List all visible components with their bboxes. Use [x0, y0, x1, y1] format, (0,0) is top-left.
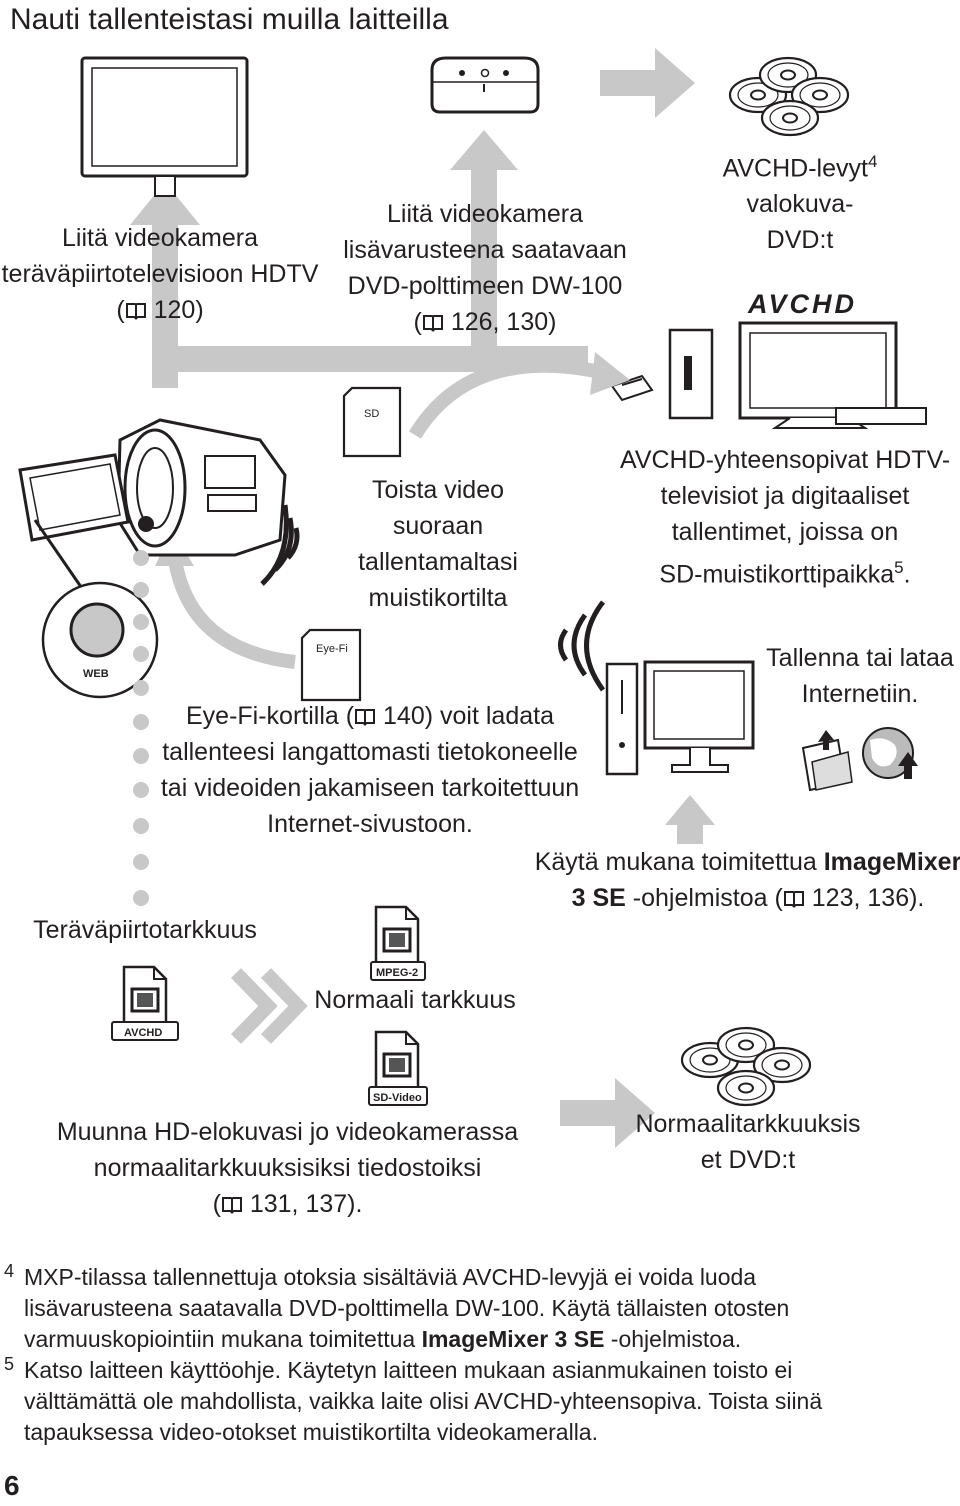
- globe-icon: [862, 727, 918, 779]
- dvd-burner-icon: [430, 56, 540, 114]
- web-label: WEB: [83, 668, 109, 680]
- camcorder-icon: [18, 418, 287, 557]
- callout-avchd-tv: AVCHD-yhteensopivat HDTV- televisiot ja …: [620, 446, 951, 589]
- double-chevron-icon: [230, 968, 308, 1044]
- file-icon-avchd: [122, 965, 168, 1025]
- computer-icon: [605, 660, 755, 776]
- curved-arrow-sd-to-tv: [409, 358, 602, 439]
- callout-hdtv-line2: teräväpiirtotelevisioon HDTV: [1, 260, 319, 288]
- callout-internet: Tallenna tai lataa Internetiin.: [766, 644, 954, 708]
- page-number: 6: [4, 1470, 20, 1501]
- callout-dw100: Liitä videokamera lisävarusteena saatava…: [330, 196, 640, 340]
- callout-avchd-discs-line3: DVD:t: [766, 226, 834, 255]
- avchd-file-label: AVCHD: [124, 1027, 162, 1039]
- arrow-tv-head: [130, 182, 200, 225]
- arrow-tv-shaft: [152, 218, 178, 388]
- callout-avchd-discs-line1: AVCHD-levyt: [722, 154, 868, 183]
- callout-imagemixer: Käytä mukana toimitettua ImageMixer 3 SE…: [534, 848, 960, 912]
- callout-avchd-discs: AVCHD-levyt4 valokuva- DVD:t: [700, 144, 900, 258]
- arrow-up-pc-shaft: [677, 822, 703, 844]
- file-icon-sdvideo: [374, 1030, 420, 1090]
- callout-dw100-ref: ( 126, 130): [413, 308, 557, 336]
- curved-arrow-card-to-cam: [168, 558, 296, 669]
- avchd-tv-icon: [610, 321, 927, 429]
- disc-stack-icon: [728, 56, 850, 137]
- callout-dw100-line3: DVD-polttimeen DW-100: [347, 272, 623, 300]
- dotted-connector: [133, 550, 149, 906]
- book-icon: [125, 303, 146, 320]
- sd-card-icon: [342, 386, 402, 458]
- tv-icon: [80, 56, 249, 197]
- arrow-to-disc-head: [655, 48, 695, 118]
- arrow-sd-head: [615, 1078, 655, 1148]
- avchd-logo: AVCHD: [747, 289, 854, 319]
- file-icon-mpeg2: [374, 905, 420, 965]
- page-title: Nauti tallenteistasi muilla laitteilla: [10, 3, 449, 36]
- mpeg2-file-label: MPEG-2: [376, 967, 418, 979]
- sd-card-label: SD: [364, 408, 379, 420]
- callout-hdtv-line1: Liitä videokamera: [62, 224, 258, 252]
- callout-dw100-line2: lisävarusteena saatavaan: [343, 236, 627, 264]
- callout-dw100-line1: Liitä videokamera: [387, 200, 583, 228]
- disc-stack-icon-sd: [680, 1026, 812, 1107]
- callout-convert: Muunna HD-elokuvasi jo videokamerassa no…: [56, 1118, 519, 1218]
- upload-folder-icon: [801, 730, 853, 792]
- arrow-burner-head: [450, 130, 518, 170]
- callout-sd-play: Toista video suoraan tallentamaltasi mui…: [358, 476, 518, 612]
- eyefi-card-icon: [300, 628, 362, 702]
- arrow-sd-shaft: [560, 1100, 622, 1126]
- callout-eyefi: Eye-Fi-kortilla ( 140) voit ladata talle…: [160, 702, 580, 838]
- callout-avchd-discs-line2: valokuva-: [746, 190, 854, 219]
- wireless-icon: [260, 504, 606, 692]
- callout-hdtv: Liitä videokamera teräväpiirtotelevisioo…: [0, 220, 320, 328]
- eyefi-card-label: Eye-Fi: [316, 643, 348, 655]
- arrow-burner-shaft: [471, 160, 497, 350]
- book-icon: [355, 709, 376, 726]
- callout-hdtv-ref: ( 120): [116, 296, 204, 324]
- callout-sd-dvds: Normaalitarkkuuksis et DVD:t: [635, 1110, 861, 1174]
- book-icon: [422, 315, 443, 332]
- book-icon: [783, 891, 804, 908]
- arrow-up-pc: [665, 795, 715, 825]
- flow-arrows: [130, 48, 715, 1148]
- web-button-icon: [33, 519, 159, 699]
- label-sd-quality: Normaali tarkkuus: [314, 986, 516, 1014]
- label-hd-quality: Teräväpiirtotarkkuus: [33, 916, 257, 944]
- arrow-to-disc-shaft: [600, 70, 662, 96]
- book-icon: [221, 1197, 242, 1214]
- sdvideo-file-label: SD-Video: [373, 1092, 422, 1104]
